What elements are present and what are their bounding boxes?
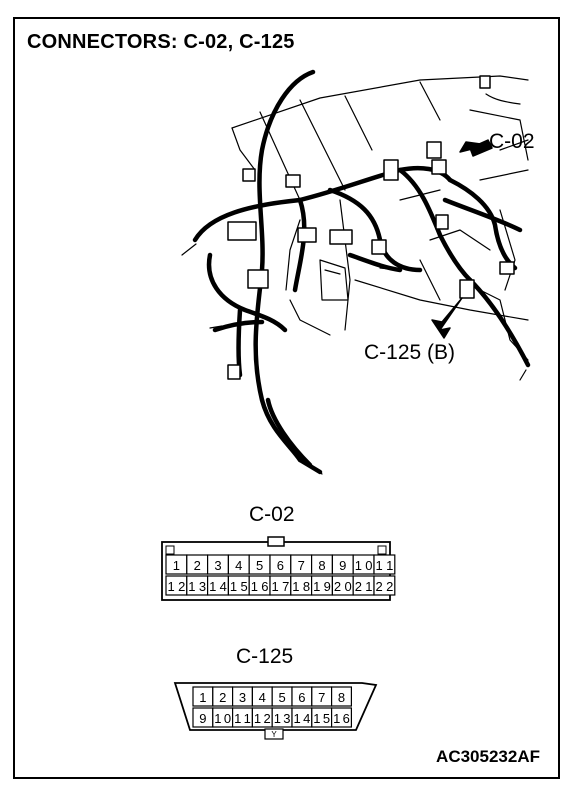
key-label: Y — [271, 730, 277, 739]
arrow-c02 — [459, 139, 493, 157]
pin-number: 8 — [318, 558, 325, 573]
callout-c02: C-02 — [489, 130, 535, 153]
callout-c125: C-125 (B) — [364, 341, 456, 364]
pin-number: 3 — [239, 690, 246, 705]
pin-number: 4 — [235, 558, 242, 573]
pin-number: 2 — [219, 690, 226, 705]
pin-number: 7 — [298, 558, 305, 573]
pin-number: 6 — [277, 558, 284, 573]
connector-shapes — [227, 75, 515, 380]
wire-ends — [181, 93, 521, 475]
pin-number: 5 — [278, 690, 285, 705]
dashboard-outline — [231, 75, 529, 381]
pin-cell — [373, 575, 396, 596]
pin-number: 3 — [214, 558, 221, 573]
pin-cell — [331, 707, 353, 728]
pin-cell — [331, 686, 353, 707]
connector-label-c02: C-02 — [249, 503, 295, 526]
pin-number: 4 — [259, 690, 266, 705]
pin-number: 1 — [173, 558, 180, 573]
pin-number: 6 — [298, 690, 305, 705]
pin-number: 9 — [199, 711, 206, 726]
pin-number: 2 — [194, 558, 201, 573]
pin-number: 9 — [339, 558, 346, 573]
page-title: CONNECTORS: C-02, C-125 — [27, 31, 295, 53]
harness-wires — [192, 69, 531, 475]
pin-number: 7 — [318, 690, 325, 705]
pin-cell — [373, 554, 396, 575]
pin-number: 1 — [199, 690, 206, 705]
connector-label-c125: C-125 — [236, 645, 294, 668]
pin-number: 8 — [338, 690, 345, 705]
figure-code: AC305232AF — [436, 747, 540, 766]
pin-number: 5 — [256, 558, 263, 573]
arrow-c125 — [431, 297, 463, 339]
